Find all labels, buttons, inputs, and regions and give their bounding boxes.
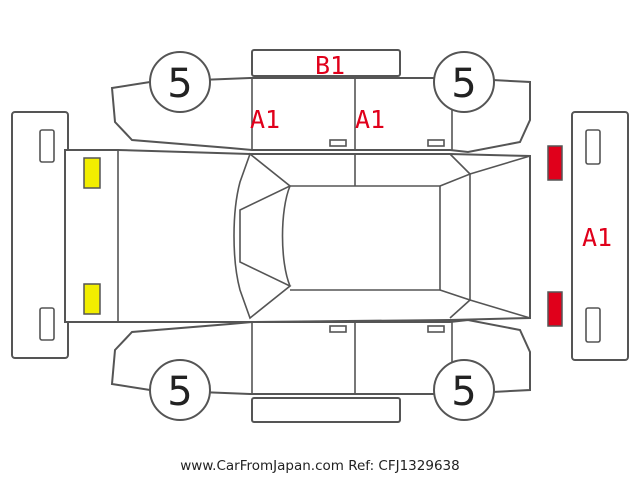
footer-reference: www.CarFromJapan.com Ref: CFJ1329638 [0,458,640,474]
footer-ref: Ref: CFJ1329638 [348,458,460,474]
rocker-panel [251,397,401,423]
front-left-lamp [83,157,101,189]
roof-panel [251,49,401,77]
left-side-panel [110,77,531,154]
wheel-rear-right: 5 [433,359,495,421]
wheel-grade-front-left: 5 [167,61,192,107]
footer-site: www.CarFromJapan.com [180,458,344,474]
rear-left-lamp [547,145,563,181]
wheel-grade-rear-left: 5 [451,61,476,107]
right-side-panel [110,318,531,395]
wheel-grade-rear-right: 5 [451,369,476,415]
rear-bumper [571,111,629,361]
damage-code-rear-bumper: A1 [582,223,612,252]
wheel-front-left: 5 [149,51,211,113]
damage-code-roof: B1 [315,51,345,80]
wheel-front-right: 5 [149,359,211,421]
damage-code-left-front-door: A1 [250,105,280,134]
wheel-rear-left: 5 [433,51,495,113]
front-right-lamp [83,283,101,315]
wheel-grade-front-right: 5 [167,369,192,415]
rear-right-lamp [547,291,563,327]
front-bumper [11,111,69,359]
car-body-top-view [64,149,531,323]
damage-code-left-rear-door: A1 [355,105,385,134]
